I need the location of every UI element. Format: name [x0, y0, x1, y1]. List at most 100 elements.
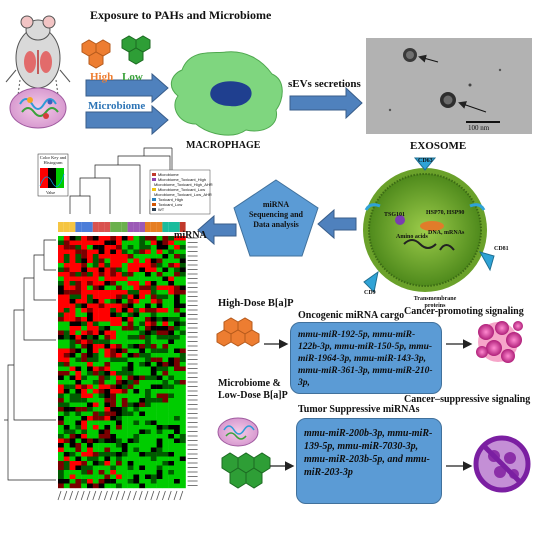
- color-bar-cell: [156, 222, 163, 232]
- heatmap-cell: [81, 236, 88, 241]
- heatmap-cell: [145, 425, 151, 430]
- heatmap-cell: [162, 420, 169, 426]
- heatmap-cell: [179, 407, 186, 412]
- color-key-value: Value: [46, 190, 56, 195]
- heatmap-cell: [179, 267, 186, 273]
- heatmap-cell: [75, 276, 82, 282]
- heatmap-cell: [116, 375, 122, 381]
- heatmap-cell: [127, 344, 134, 349]
- heatmap-cell: [92, 438, 99, 444]
- heatmap-cell: [162, 465, 169, 471]
- arrow-microbiome: [85, 104, 169, 136]
- heatmap-cell: [116, 456, 122, 462]
- heatmap-cell: [81, 276, 88, 282]
- heatmap-cell: [69, 366, 76, 372]
- heatmap-cell: [104, 393, 111, 399]
- heatmap-cell: [174, 326, 180, 331]
- heatmap-cell: [121, 402, 128, 408]
- heatmap-cell: [116, 452, 122, 457]
- heatmap-cell: [162, 375, 169, 381]
- heatmap-cell: [145, 321, 151, 327]
- transmembrane-label: Transmembrane proteins: [413, 296, 457, 309]
- tumor-suppressive-label: Tumor Suppressive miRNAs: [298, 404, 420, 415]
- heatmap-cell: [87, 272, 93, 277]
- heatmap-cell: [98, 303, 105, 309]
- column-label-mark: [133, 490, 137, 501]
- legend-swatch: [152, 208, 156, 211]
- heatmap-cell: [116, 362, 122, 367]
- heatmap-cell: [139, 258, 146, 264]
- heatmap-cell: [156, 425, 163, 430]
- column-label-mark: [144, 490, 149, 501]
- heatmap-cell: [104, 434, 111, 439]
- heatmap-cell: [87, 258, 93, 264]
- color-bar-cell: [121, 222, 128, 232]
- heatmap-cell: [179, 434, 186, 439]
- heatmap-cell: [162, 258, 169, 264]
- heatmap-cell: [110, 452, 117, 457]
- heatmap-cell: [110, 344, 117, 349]
- heatmap-cell: [168, 236, 175, 241]
- heatmap-cell: [168, 425, 175, 430]
- heatmap-cell: [63, 254, 70, 259]
- heatmap-cell: [150, 452, 157, 457]
- heatmap-cell: [75, 330, 82, 336]
- heatmap-cell: [58, 299, 64, 304]
- heatmap-cell: [145, 438, 151, 444]
- heatmap-cell: [162, 267, 169, 273]
- heatmap-cell: [179, 344, 186, 349]
- heatmap-cell: [121, 407, 128, 412]
- heatmap-cell: [150, 258, 157, 264]
- heatmap-cell: [116, 447, 122, 453]
- heatmap-cell: [162, 339, 169, 345]
- heatmap-cell: [133, 429, 140, 435]
- heatmap-cell: [133, 452, 140, 457]
- heatmap-cell: [168, 303, 175, 309]
- heatmap-cell: [63, 353, 70, 358]
- heatmap-cell: [92, 245, 99, 250]
- heatmap-cell: [150, 425, 157, 430]
- heatmap-cell: [139, 479, 146, 484]
- heatmap-cell: [81, 353, 88, 358]
- heatmap-cell: [133, 371, 140, 376]
- heatmap-cell: [92, 398, 99, 403]
- heatmap-cell: [162, 299, 169, 304]
- heatmap-cell: [87, 335, 93, 340]
- row-dendrogram: [4, 239, 56, 481]
- heatmap-cell: [116, 330, 122, 336]
- heatmap-cell: [162, 384, 169, 390]
- heatmap-cell: [139, 438, 146, 444]
- column-label-mark: [156, 490, 160, 501]
- heatmap-cell: [156, 240, 163, 246]
- heatmap-cell: [98, 366, 105, 372]
- heatmap-cell: [98, 380, 105, 385]
- heatmap-cell: [179, 236, 186, 241]
- heatmap-cell: [110, 465, 117, 471]
- heatmap-cell: [69, 456, 76, 462]
- heatmap-cell: [145, 380, 151, 385]
- heatmap-cell: [179, 411, 186, 417]
- heatmap-cell: [63, 465, 70, 471]
- heatmap-cell: [162, 272, 169, 277]
- heatmap-cell: [63, 312, 70, 318]
- heatmap-cell: [81, 294, 88, 300]
- heatmap-cell: [168, 245, 175, 250]
- legend-item: Toxicant_High: [152, 197, 210, 202]
- heatmap-cell: [92, 308, 99, 313]
- heatmap-cell: [98, 317, 105, 322]
- heatmap-cell: [121, 375, 128, 381]
- heatmap-cell: [156, 236, 163, 241]
- heatmap-cell: [110, 330, 117, 336]
- legend-item: Microbiome_Toxicant_High_AHR: [152, 182, 213, 187]
- heatmap-cell: [121, 326, 128, 331]
- heatmap-cell: [87, 254, 93, 259]
- heatmap-cell: [139, 312, 146, 318]
- heatmap-cell: [110, 470, 117, 475]
- heatmap-cell: [133, 470, 140, 475]
- heatmap-cell: [69, 438, 76, 444]
- heatmap-cell: [87, 416, 93, 421]
- heatmap-cell: [87, 353, 93, 358]
- heatmap-cell: [150, 254, 157, 259]
- heatmap-cell: [133, 479, 140, 484]
- heatmap-cell: [139, 443, 146, 448]
